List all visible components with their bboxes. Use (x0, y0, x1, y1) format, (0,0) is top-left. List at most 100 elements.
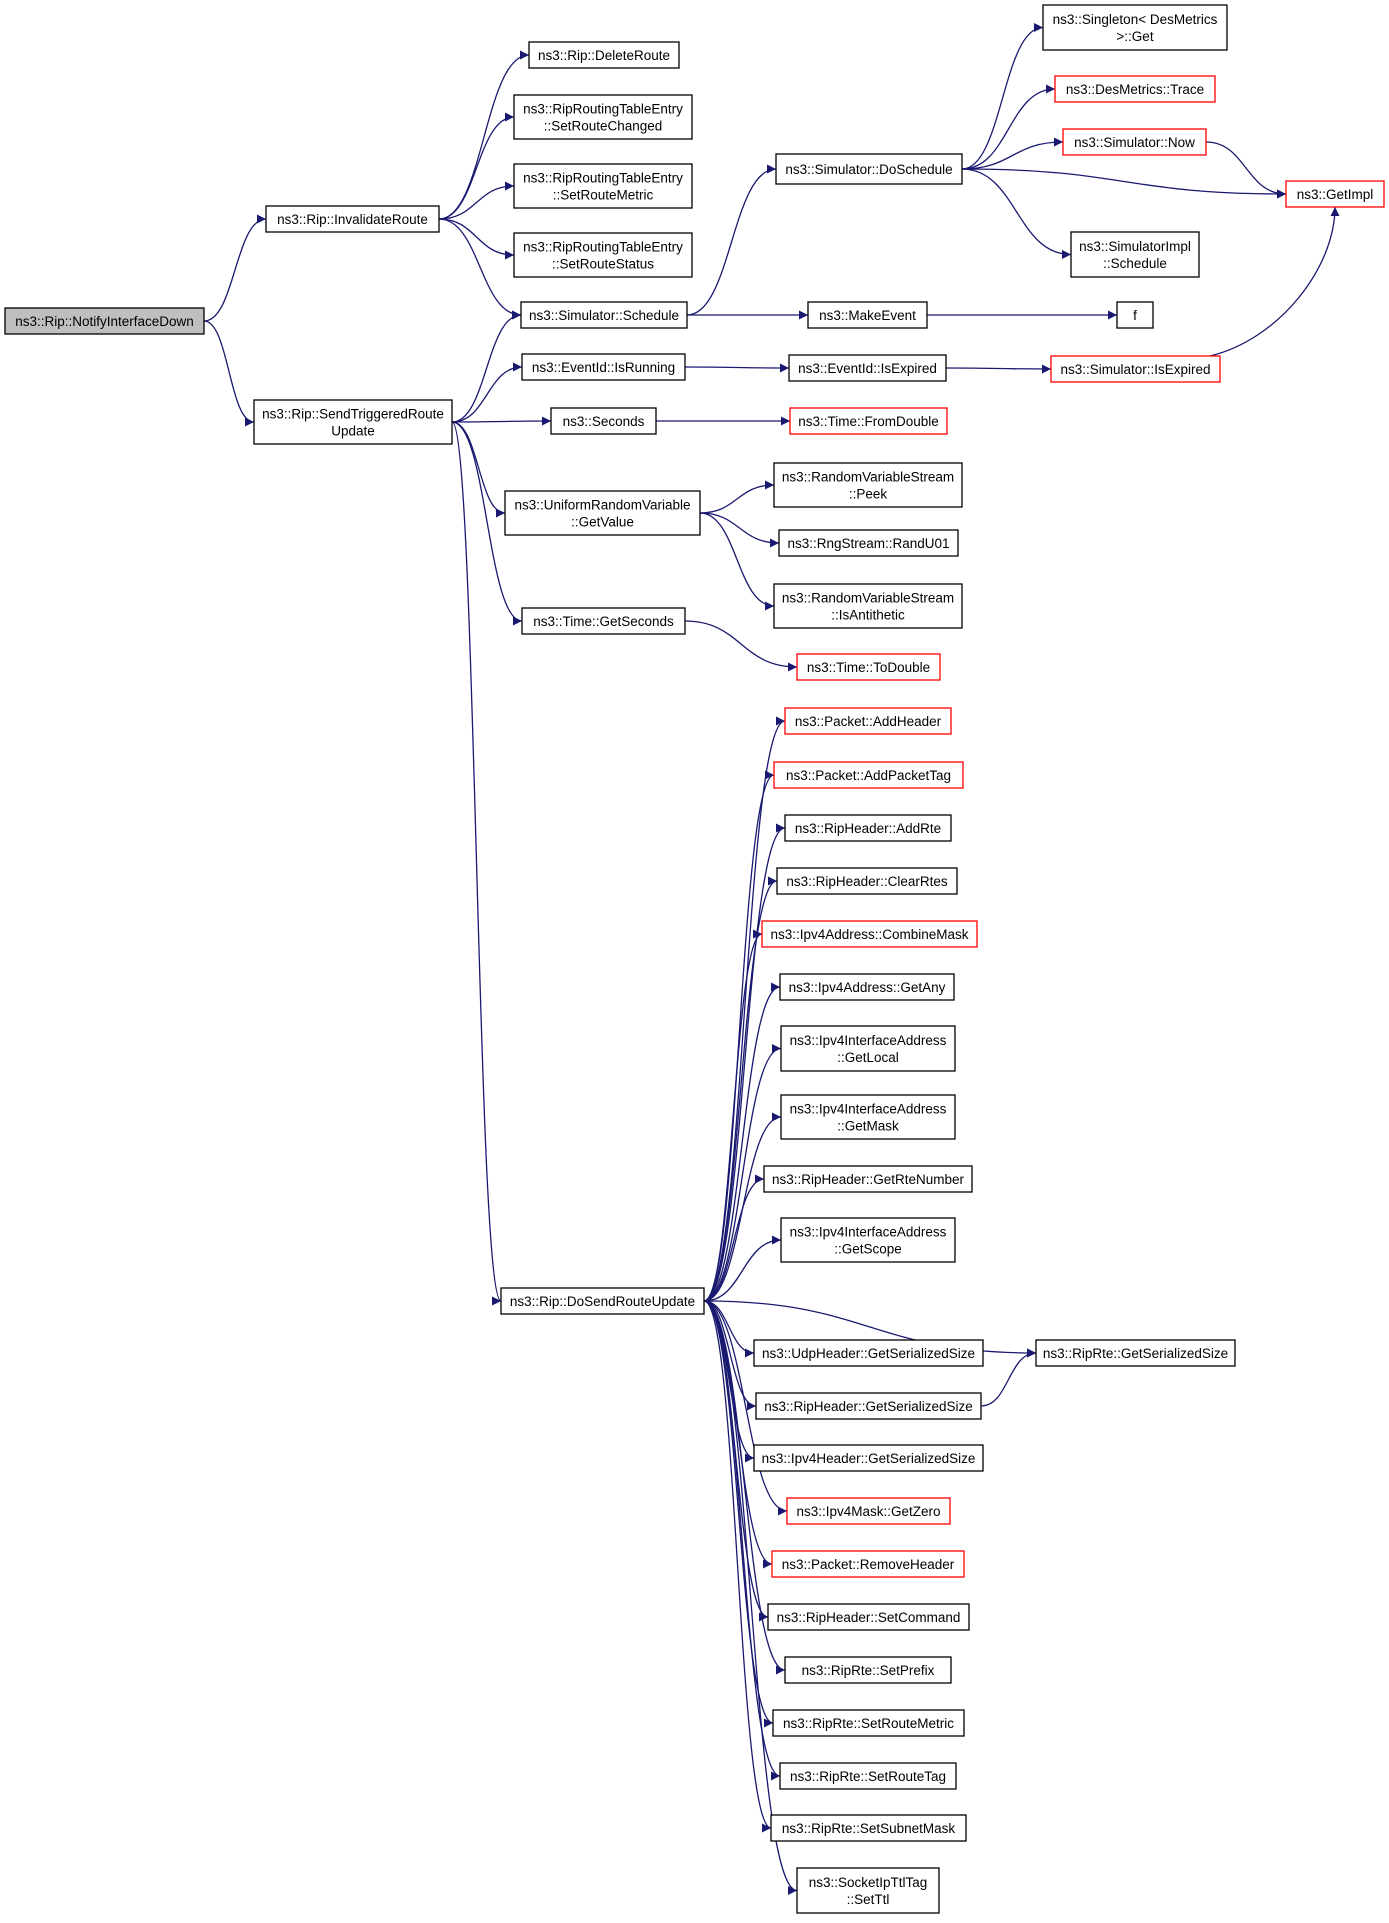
node-box (265, 205, 440, 233)
node-ns3-simulator-doschedule[interactable]: ns3::Simulator::DoSchedule (775, 153, 963, 185)
edge-n12-n47 (703, 1300, 772, 1833)
node-box (521, 353, 686, 381)
node-ns3-riprte-setroutetag[interactable]: ns3::RipRte::SetRouteTag (779, 1762, 957, 1790)
edge-n15-n27 (945, 364, 1052, 374)
node-ns3-socketipttltag-setttl[interactable]: ns3::SocketIpTtlTag::SetTtl (796, 1867, 940, 1914)
node-box (763, 1165, 973, 1193)
node-ns3-riprte-setprefix[interactable]: ns3::RipRte::SetPrefix (784, 1656, 952, 1684)
node-box (513, 94, 693, 140)
node-box (761, 920, 978, 948)
edge-n12-n37 (703, 1235, 782, 1302)
edge-n2-n10 (451, 421, 506, 518)
node-label: ::GetLocal (837, 1050, 899, 1065)
node-label: ns3::RandomVariableStream (782, 591, 954, 606)
node-label: ::Schedule (1103, 256, 1167, 271)
node-ns3-riprte-setroutemetric[interactable]: ns3::RipRte::SetRouteMetric (772, 1709, 965, 1737)
node-ns3-riprte-getserializedsize[interactable]: ns3::RipRte::GetSerializedSize (1035, 1339, 1236, 1367)
node-label: ::GetMask (837, 1119, 899, 1134)
node-ns3-ipv4address-getany[interactable]: ns3::Ipv4Address::GetAny (779, 973, 955, 1001)
edge-n12-n36 (703, 1174, 765, 1302)
node-box (1042, 4, 1228, 51)
node-ns3-desmetrics-trace[interactable]: ns3::DesMetrics::Trace (1054, 75, 1216, 103)
node-ns3-time-fromdouble[interactable]: ns3::Time::FromDouble (789, 407, 948, 435)
node-ns3-ripheader-setcommand[interactable]: ns3::RipHeader::SetCommand (767, 1603, 970, 1631)
node-label: ns3::RipRoutingTableEntry (523, 171, 683, 186)
node-ns3-ripheader-addrte[interactable]: ns3::RipHeader::AddRte (784, 814, 952, 842)
node-ns3-packet-removeheader[interactable]: ns3::Packet::RemoveHeader (771, 1550, 965, 1578)
node-box (1035, 1339, 1236, 1367)
node-ns3-singleton-desmetrics-get[interactable]: ns3::Singleton< DesMetrics >::Get (1042, 4, 1228, 51)
node-box (773, 583, 963, 629)
node-ns3-ipv4header-getserializedsize[interactable]: ns3::Ipv4Header::GetSerializedSize (753, 1444, 984, 1472)
node-ns3-makeevent[interactable]: ns3::MakeEvent (807, 301, 928, 329)
node-box (784, 1656, 952, 1684)
node-label: ns3::GetImpl (1297, 187, 1374, 202)
node-ns3-eventid-isexpired[interactable]: ns3::EventId::IsExpired (788, 354, 947, 382)
node-label: ns3::Ipv4InterfaceAddress (790, 1225, 947, 1240)
edge-n12-n32 (703, 929, 763, 1302)
node-ns3-uniformrandomvariable-getvalue[interactable]: ns3::UniformRandomVariable::GetValue (504, 490, 701, 536)
edge-n2-n12 (451, 421, 502, 1306)
node-ns3-riproutingtableentry-setroutemetric[interactable]: ns3::RipRoutingTableEntry::SetRouteMetri… (513, 163, 693, 209)
node-box (528, 41, 680, 69)
node-ns3-ipv4interfaceaddress-getscope[interactable]: ns3::Ipv4InterfaceAddress::GetScope (780, 1217, 956, 1263)
node-box (770, 1814, 967, 1842)
node-label: ns3::Time::FromDouble (798, 414, 939, 429)
node-ns3-ipv4address-combinemask[interactable]: ns3::Ipv4Address::CombineMask (761, 920, 978, 948)
node-label: ::IsAntithetic (831, 608, 905, 623)
node-label: ns3::Ipv4Header::GetSerializedSize (762, 1451, 976, 1466)
node-box (513, 232, 693, 278)
node-ns3-ripheader-clearrtes[interactable]: ns3::RipHeader::ClearRtes (776, 867, 958, 895)
node-ns3-time-todouble[interactable]: ns3::Time::ToDouble (796, 653, 941, 681)
node-ns3-udpheader-getserializedsize[interactable]: ns3::UdpHeader::GetSerializedSize (753, 1339, 984, 1367)
node-ns3-riproutingtableentry-setroutechanged[interactable]: ns3::RipRoutingTableEntry::SetRouteChang… (513, 94, 693, 140)
node-ns3-rip-notifyinterfacedown[interactable]: ns3::Rip::NotifyInterfaceDown (4, 307, 205, 335)
node-ns3-getimpl[interactable]: ns3::GetImpl (1285, 180, 1385, 208)
node-box (550, 407, 657, 435)
node-ns3-rngstream-randu01[interactable]: ns3::RngStream::RandU01 (778, 529, 959, 557)
node-label: ns3::UdpHeader::GetSerializedSize (762, 1346, 975, 1361)
node-f[interactable]: f (1116, 301, 1154, 329)
node-label: ns3::Packet::AddPacketTag (786, 768, 951, 783)
node-ns3-eventid-isrunning[interactable]: ns3::EventId::IsRunning (521, 353, 686, 381)
node-label: ns3::Simulator::DoSchedule (785, 162, 952, 177)
node-ns3-ripheader-getrtenumber[interactable]: ns3::RipHeader::GetRteNumber (763, 1165, 973, 1193)
node-box (500, 1287, 705, 1315)
node-box (796, 653, 941, 681)
node-label: ::Peek (849, 487, 888, 502)
node-ns3-ripheader-getserializedsize[interactable]: ns3::RipHeader::GetSerializedSize (755, 1392, 982, 1420)
node-label: ns3::Time::GetSeconds (533, 614, 674, 629)
node-ns3-ipv4interfaceaddress-getlocal[interactable]: ns3::Ipv4InterfaceAddress::GetLocal (780, 1025, 956, 1072)
node-ns3-rip-deleteroute[interactable]: ns3::Rip::DeleteRoute (528, 41, 680, 69)
node-ns3-randomvariablestream-peek[interactable]: ns3::RandomVariableStream::Peek (773, 462, 963, 508)
node-box (753, 1339, 984, 1367)
node-ns3-ipv4mask-getzero[interactable]: ns3::Ipv4Mask::GetZero (786, 1497, 951, 1525)
node-label: ns3::RipHeader::GetRteNumber (772, 1172, 965, 1187)
node-label: ns3::RipRoutingTableEntry (523, 240, 683, 255)
node-box (520, 301, 688, 329)
node-ns3-rip-invalidateroute[interactable]: ns3::Rip::InvalidateRoute (265, 205, 440, 233)
node-ns3-ipv4interfaceaddress-getmask[interactable]: ns3::Ipv4InterfaceAddress::GetMask (780, 1094, 956, 1140)
node-ns3-riprte-setsubnetmask[interactable]: ns3::RipRte::SetSubnetMask (770, 1814, 967, 1842)
node-ns3-simulator-now[interactable]: ns3::Simulator::Now (1062, 128, 1207, 156)
node-ns3-simulator-isexpired[interactable]: ns3::Simulator::IsExpired (1050, 355, 1221, 383)
node-ns3-simulator-schedule[interactable]: ns3::Simulator::Schedule (520, 301, 688, 329)
node-box (780, 1025, 956, 1072)
node-label: ns3::RipRte::SetSubnetMask (782, 1821, 956, 1836)
node-ns3-seconds[interactable]: ns3::Seconds (550, 407, 657, 435)
node-ns3-packet-addpackettag[interactable]: ns3::Packet::AddPacketTag (773, 761, 964, 789)
node-ns3-time-getseconds[interactable]: ns3::Time::GetSeconds (521, 607, 686, 635)
node-label: ns3::RandomVariableStream (782, 470, 954, 485)
node-label: ns3::RngStream::RandU01 (787, 536, 949, 551)
node-ns3-packet-addheader[interactable]: ns3::Packet::AddHeader (784, 707, 952, 735)
nodes-layer: ns3::Rip::NotifyInterfaceDown ns3::Rip::I… (4, 4, 1385, 1914)
node-ns3-simulatorimpl-schedule[interactable]: ns3::SimulatorImpl::Schedule (1070, 231, 1200, 278)
edge-n13-n22 (961, 84, 1056, 170)
node-ns3-randomvariablestream-isantithetic[interactable]: ns3::RandomVariableStream::IsAntithetic (773, 583, 963, 629)
node-label: ns3::RipHeader::AddRte (795, 821, 941, 836)
node-box (4, 307, 205, 335)
node-ns3-riproutingtableentry-setroutestatus[interactable]: ns3::RipRoutingTableEntry::SetRouteStatu… (513, 232, 693, 278)
node-ns3-rip-dosendrouteupdate[interactable]: ns3::Rip::DoSendRouteUpdate (500, 1287, 705, 1315)
